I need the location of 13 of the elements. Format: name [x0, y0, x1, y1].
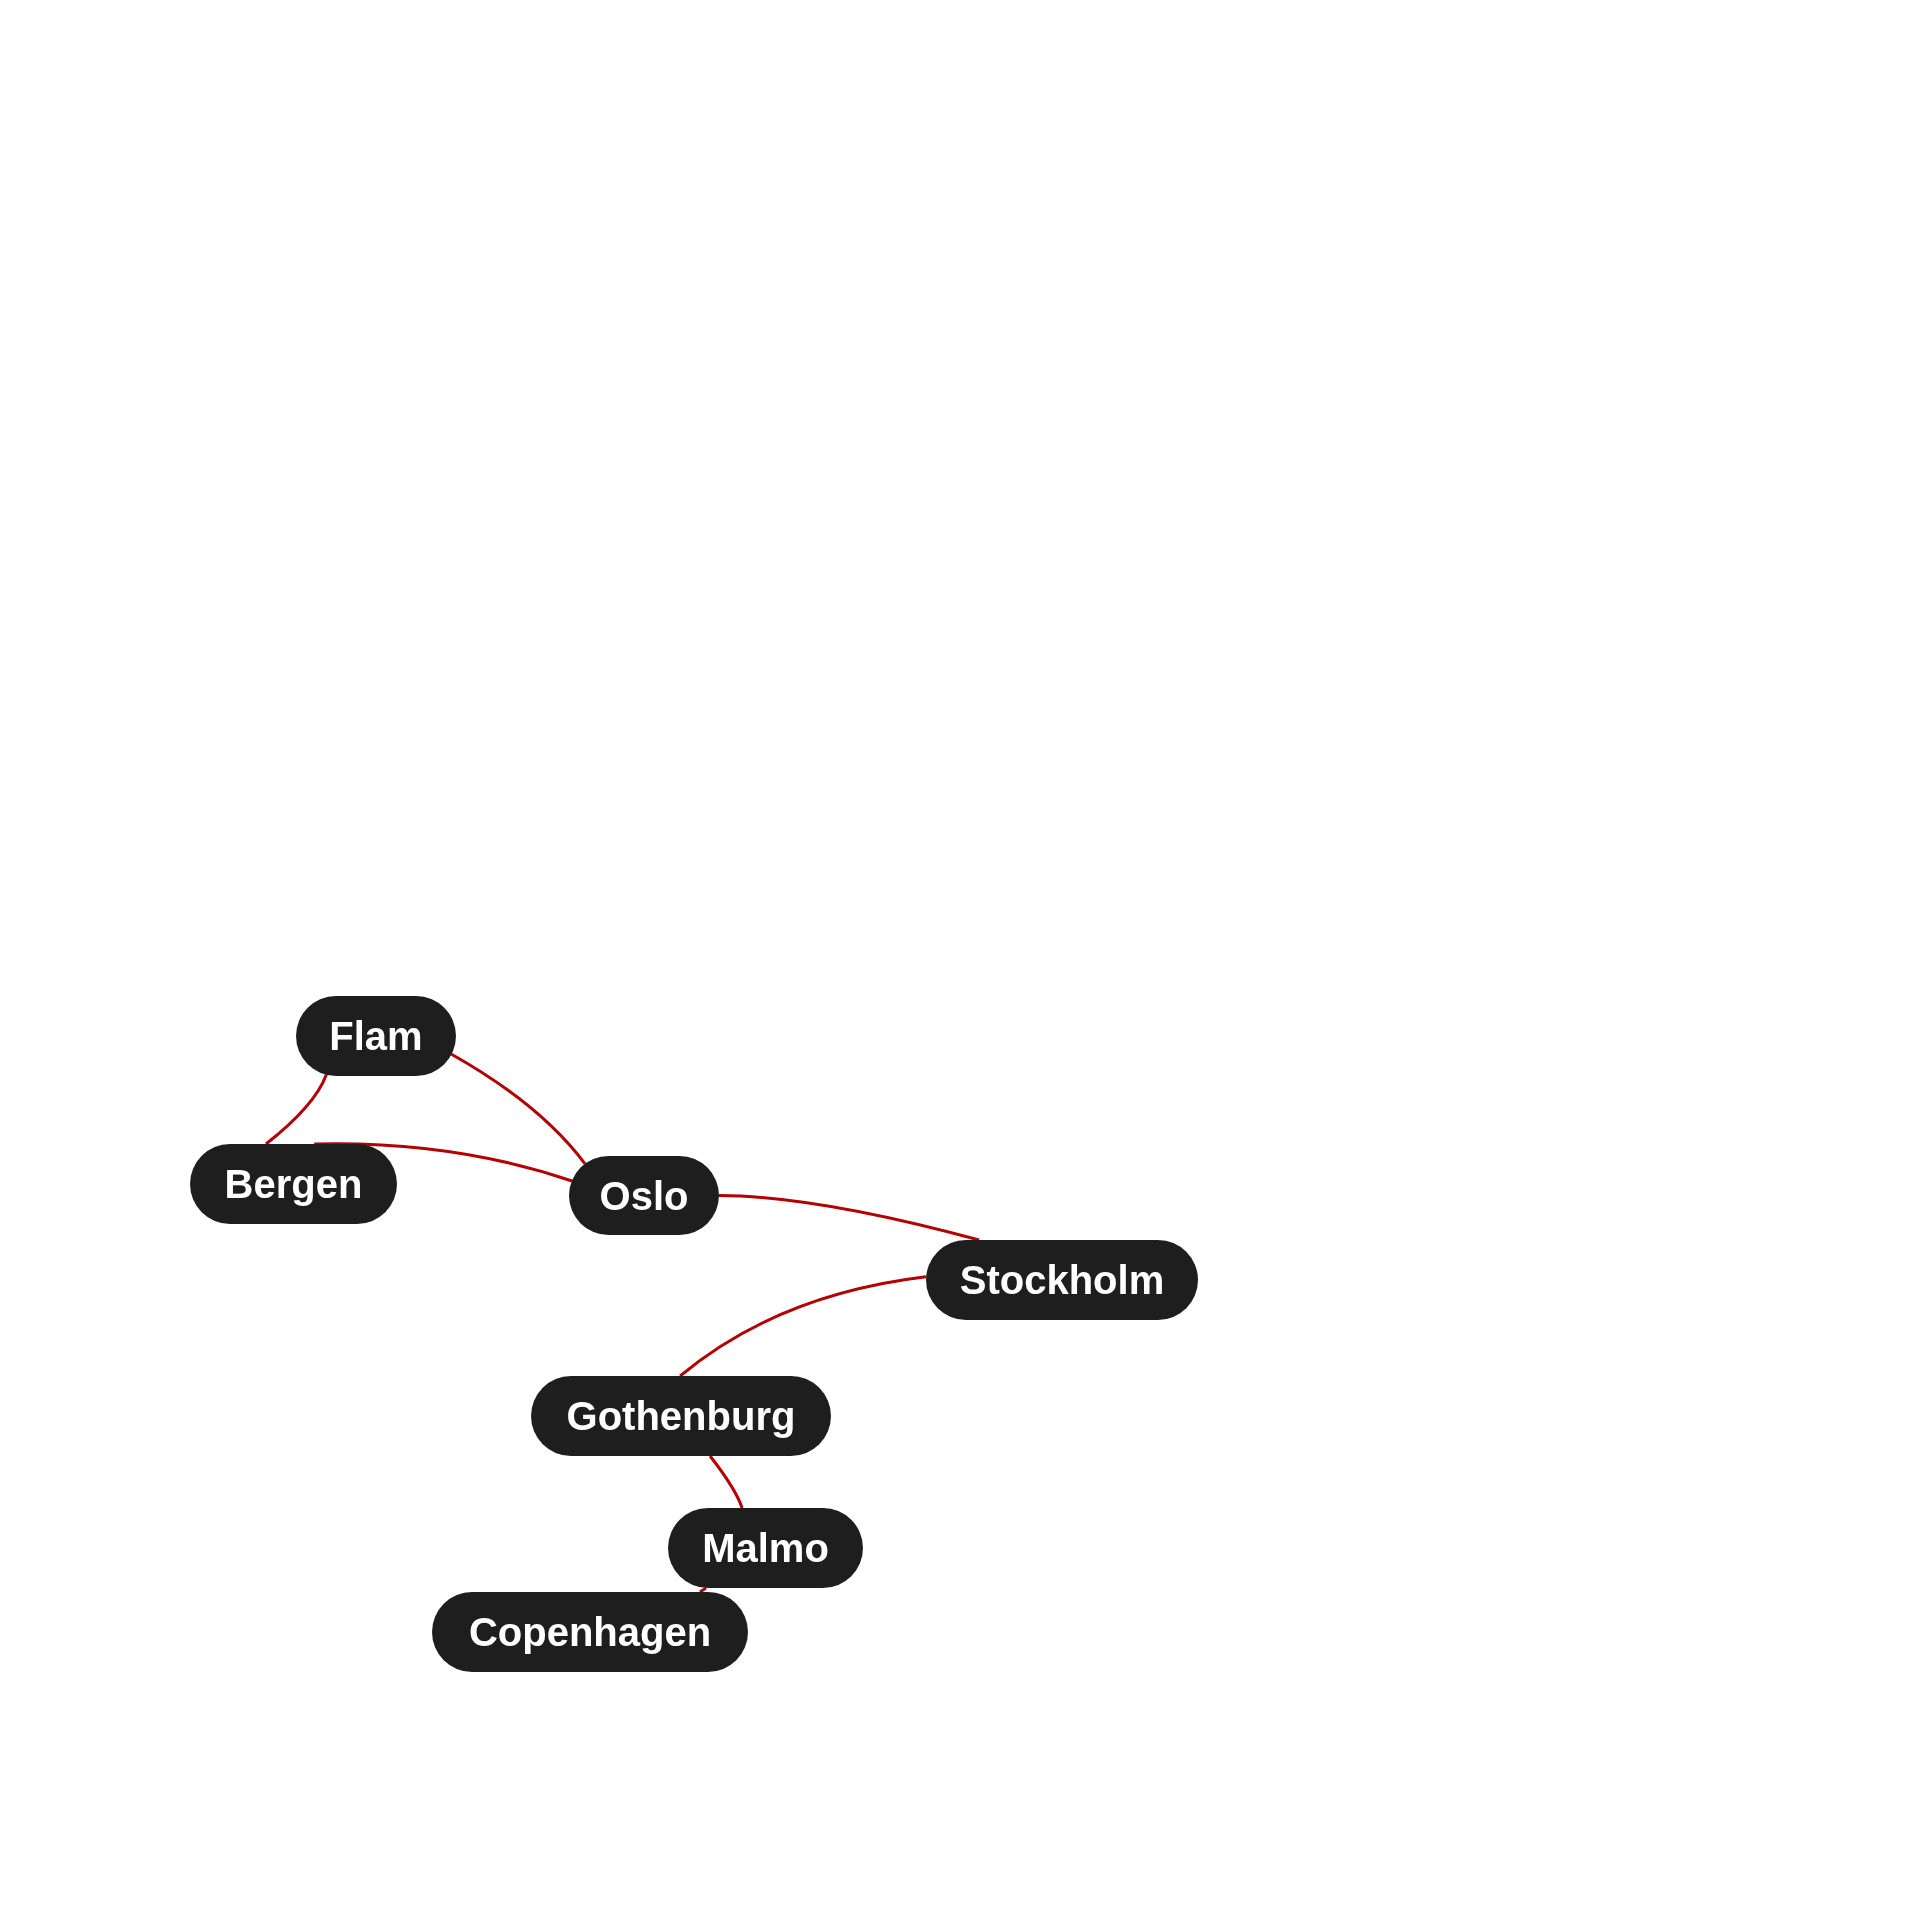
- city-node: Bergen: [190, 1144, 397, 1224]
- city-node: Gothenburg: [531, 1376, 831, 1456]
- city-node: Flam: [296, 996, 456, 1076]
- connector-line: [265, 1073, 328, 1146]
- connector-line: [450, 1052, 587, 1165]
- connector-line: [708, 1455, 744, 1509]
- connector-line: [718, 1194, 980, 1242]
- city-node: Stockholm: [926, 1240, 1198, 1320]
- city-node: Copenhagen: [432, 1592, 748, 1672]
- city-node: Oslo: [569, 1156, 719, 1235]
- connector-line: [679, 1275, 927, 1378]
- city-node: Malmo: [668, 1508, 863, 1588]
- connector-line: [314, 1142, 573, 1183]
